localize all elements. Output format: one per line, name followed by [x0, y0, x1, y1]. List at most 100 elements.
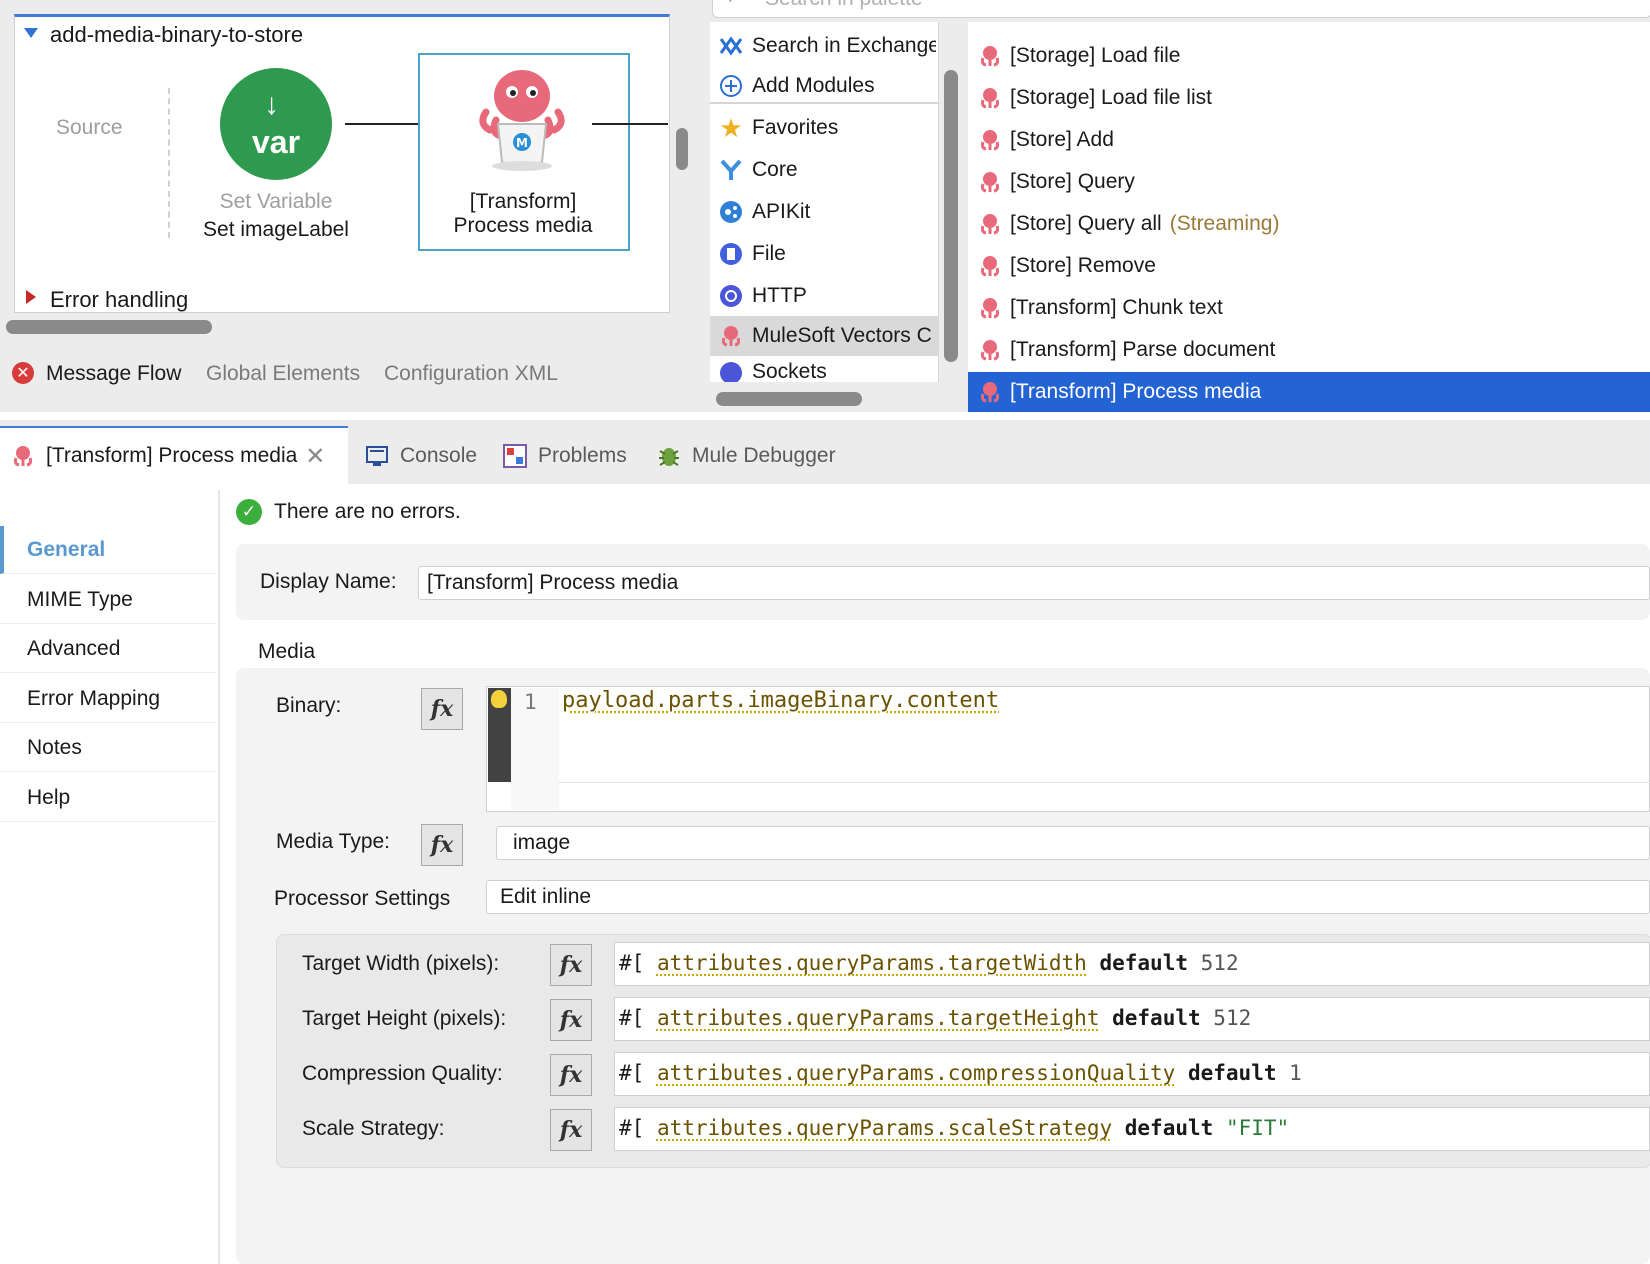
error-handling-bar[interactable] — [14, 276, 670, 313]
setting-expression-input[interactable]: #[ attributes.queryParams.targetWidth de… — [614, 942, 1650, 986]
expr-path: attributes.queryParams.targetWidth — [656, 951, 1087, 975]
canvas-vertical-scrollbar[interactable] — [676, 128, 688, 170]
expr-default-value: 512 — [1213, 1006, 1252, 1030]
tab-console[interactable]: Console — [364, 440, 477, 472]
palette-operation[interactable]: [Store] Query — [968, 162, 1650, 202]
palette-operation[interactable]: [Storage] Load file list — [968, 78, 1650, 118]
expr-path: attributes.queryParams.scaleStrategy — [656, 1116, 1113, 1140]
operation-label: [Transform] Parse document — [1010, 338, 1276, 361]
status-text: There are no errors. — [274, 500, 461, 523]
media-type-input[interactable]: image — [496, 826, 1650, 860]
nav-error-mapping[interactable]: Error Mapping — [0, 675, 216, 723]
set-variable-node[interactable]: ↓ var — [220, 68, 332, 180]
fx-toggle-button[interactable]: fx — [421, 824, 463, 866]
nav-advanced[interactable]: Advanced — [0, 625, 216, 673]
setting-label: Scale Strategy: — [302, 1117, 445, 1140]
palette-item-exchange[interactable]: Search in Exchange.. — [718, 26, 936, 66]
close-icon[interactable]: ✕ — [305, 442, 326, 470]
tab-process-media[interactable] — [0, 426, 348, 486]
tab-process-media-label[interactable]: [Transform] Process media ✕ — [10, 440, 325, 472]
palette-item-sockets[interactable]: Sockets — [718, 358, 936, 382]
octopus-icon — [980, 298, 1000, 319]
palette-horizontal-scrollbar[interactable] — [716, 392, 862, 406]
processor-settings-select[interactable]: Edit inline — [486, 880, 1650, 914]
expr-keyword: default — [1099, 951, 1188, 975]
star-icon: ★ — [719, 112, 743, 143]
editor-line-gutter — [511, 688, 559, 810]
expand-triangle-icon[interactable] — [26, 290, 36, 304]
check-icon: ✓ — [236, 499, 262, 525]
source-label[interactable]: Source — [56, 116, 123, 139]
nav-divider — [218, 490, 220, 1264]
fx-toggle-button[interactable]: fx — [421, 688, 463, 730]
octopus-icon — [980, 88, 1000, 109]
media-section-title: Media — [258, 640, 316, 663]
palette-operation[interactable]: [Transform] Parse document — [968, 330, 1650, 370]
operation-label: [Store] Query — [1010, 170, 1135, 193]
setting-expression-input[interactable]: #[ attributes.queryParams.targetHeight d… — [614, 997, 1650, 1041]
octopus-icon — [980, 256, 1000, 277]
fx-toggle-button[interactable]: fx — [550, 1109, 592, 1151]
operation-suffix: (Streaming) — [1169, 212, 1280, 235]
sockets-icon — [718, 360, 744, 382]
octopus-icon — [980, 340, 1000, 361]
flow-arrow — [345, 123, 455, 125]
expr-keyword: default — [1187, 1061, 1277, 1085]
octopus-icon — [10, 443, 36, 469]
core-icon — [718, 157, 744, 183]
palette-operation[interactable]: [Storage] Load file — [968, 36, 1650, 76]
flow-arrow-out — [592, 123, 668, 125]
palette-vertical-scrollbar[interactable] — [944, 70, 958, 362]
display-name-input[interactable]: [Transform] Process media — [418, 566, 1650, 600]
expr-path: attributes.queryParams.compressionQualit… — [656, 1061, 1176, 1085]
tab-global-elements[interactable]: Global Elements — [206, 362, 361, 385]
palette-item-core[interactable]: Core — [718, 150, 936, 190]
palette-item-apikit[interactable]: APIKit — [718, 192, 936, 232]
media-type-label: Media Type: — [276, 830, 391, 853]
nav-help[interactable]: Help — [0, 774, 216, 822]
apikit-icon — [718, 199, 744, 225]
palette-item-http[interactable]: HTTP — [718, 276, 936, 316]
warning-bulb-icon[interactable] — [491, 690, 507, 708]
palette-operation[interactable]: [Store] Query all (Streaming) — [968, 204, 1650, 244]
tab-label: Console — [400, 444, 478, 467]
binary-code-editor[interactable] — [486, 686, 1650, 812]
collapse-triangle-icon[interactable] — [24, 28, 38, 38]
expr-path: attributes.queryParams.targetHeight — [656, 1006, 1100, 1030]
setting-expression-input[interactable]: #[ attributes.queryParams.compressionQua… — [614, 1052, 1650, 1096]
palette-search-input[interactable]: ⌕ Search in palette — [712, 0, 1650, 18]
search-icon: ⌕ — [729, 0, 740, 8]
fx-toggle-button[interactable]: fx — [550, 999, 592, 1041]
tab-configuration-xml[interactable]: Configuration XML — [384, 362, 558, 385]
nav-mime-type[interactable]: MIME Type — [0, 576, 216, 624]
operation-label: [Store] Query all — [1010, 212, 1162, 235]
palette-item-file[interactable]: File — [718, 234, 936, 274]
set-variable-name: Set imageLabel — [203, 218, 349, 241]
expr-default-value: "FIT" — [1225, 1116, 1290, 1140]
operation-label: [Storage] Load file list — [1010, 86, 1212, 109]
palette-operation[interactable]: [Transform] Chunk text — [968, 288, 1650, 328]
palette-item-label: HTTP — [752, 284, 807, 307]
fx-toggle-button[interactable]: fx — [550, 944, 592, 986]
palette-item-mulesoft-vectors[interactable]: MuleSoft Vectors C — [710, 316, 938, 356]
binary-expression[interactable]: payload.parts.imageBinary.content — [562, 688, 1000, 713]
palette-operation[interactable]: [Store] Add — [968, 120, 1650, 160]
line-number: 1 — [524, 690, 537, 714]
set-variable-type: Set Variable — [219, 190, 333, 213]
setting-expression-input[interactable]: #[ attributes.queryParams.scaleStrategy … — [614, 1107, 1650, 1151]
tab-problems[interactable]: Problems — [502, 440, 627, 472]
palette-item-favorites[interactable]: ★ Favorites — [718, 108, 936, 148]
tab-title: [Transform] Process media — [46, 444, 298, 467]
palette-item-add-modules[interactable]: Add Modules — [718, 66, 936, 106]
palette-operation[interactable]: [Transform] Process media — [968, 372, 1650, 412]
process-media-line2: Process media — [453, 214, 593, 237]
palette-operation[interactable]: [Store] Remove — [968, 246, 1650, 286]
expr-keyword: default — [1112, 1006, 1201, 1030]
source-divider — [168, 88, 170, 238]
tab-mule-debugger[interactable]: Mule Debugger — [656, 440, 836, 472]
canvas-horizontal-scrollbar[interactable] — [6, 320, 212, 334]
fx-toggle-button[interactable]: fx — [550, 1054, 592, 1096]
nav-general[interactable]: General — [0, 526, 216, 574]
tab-message-flow[interactable]: Message Flow — [46, 362, 182, 385]
nav-notes[interactable]: Notes — [0, 724, 216, 772]
